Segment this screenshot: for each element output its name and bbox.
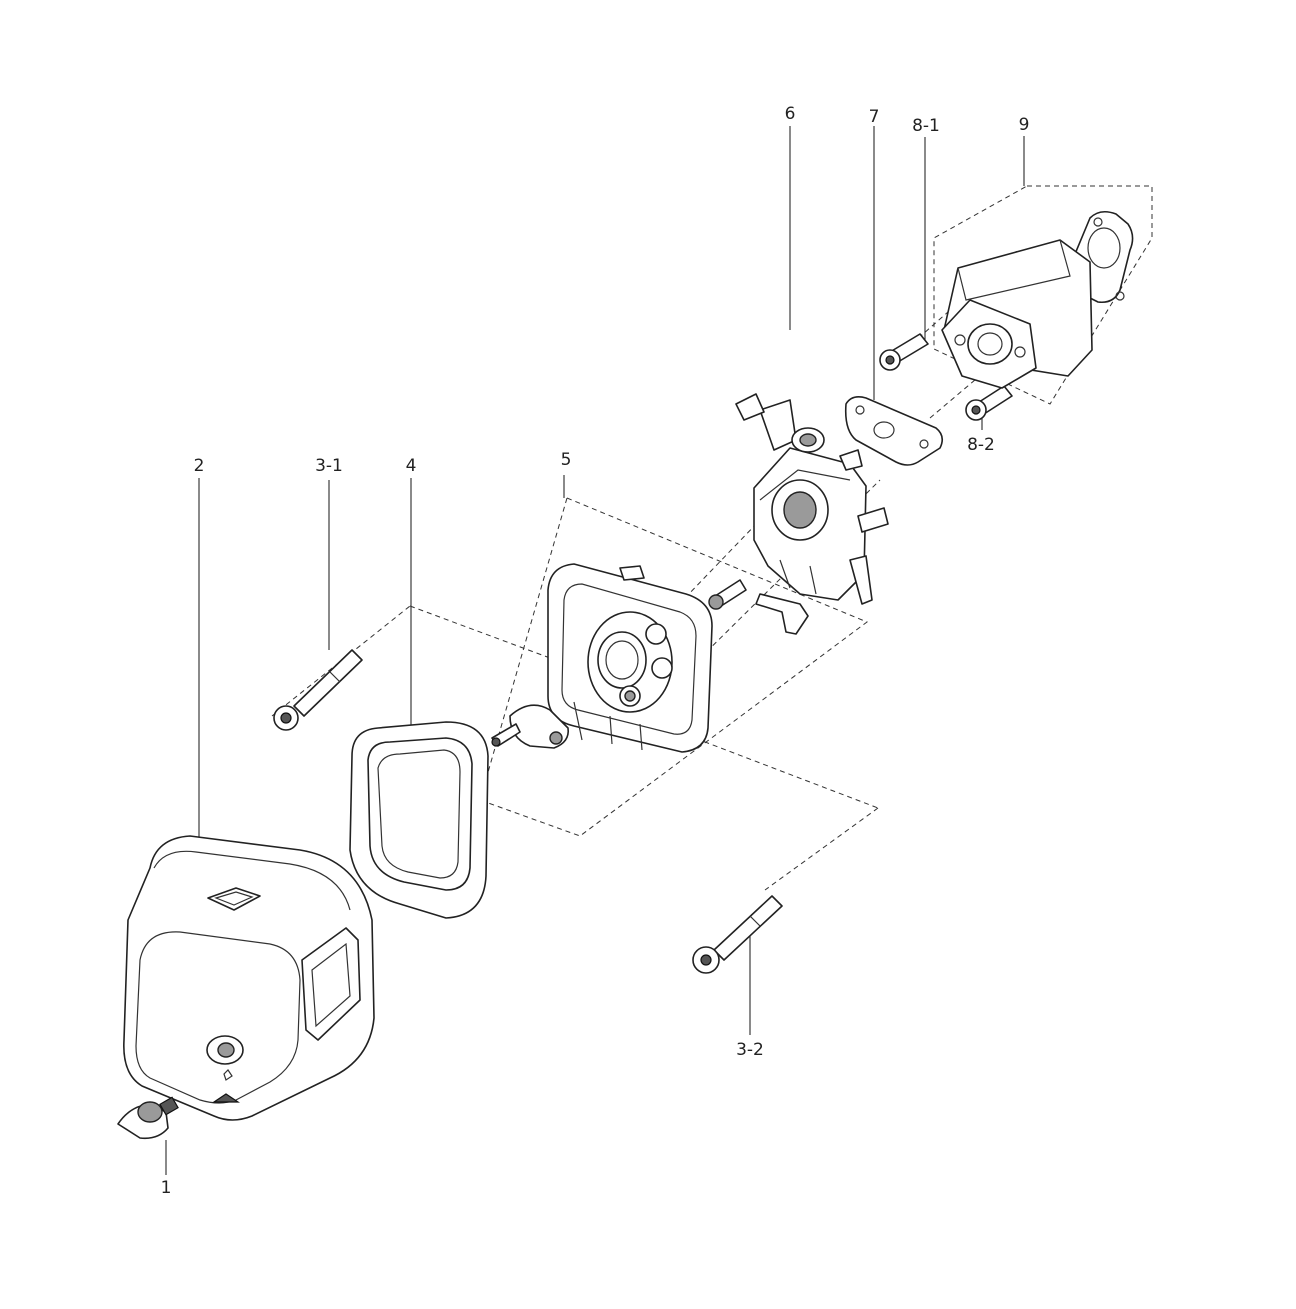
callout-label-2: 2: [193, 456, 205, 476]
callout-label-9: 9: [1018, 115, 1030, 135]
leader-lines: [165, 126, 1025, 1175]
bolt-part-8-2: [965, 385, 1013, 421]
intake-manifold-part-9: [941, 210, 1134, 389]
callout-label-3-1: 3-1: [315, 456, 343, 476]
callout-label-4: 4: [405, 456, 417, 476]
carburetor-part-6: [735, 393, 889, 605]
callout-label-7: 7: [868, 107, 880, 127]
callout-label-8-1: 8-1: [912, 116, 940, 136]
filter-base-part-5: [491, 563, 713, 753]
choke-lever: [708, 579, 809, 635]
callout-label-3-2: 3-2: [736, 1040, 764, 1060]
screw-part-3-2: [692, 895, 783, 974]
bolt-part-8-1: [879, 333, 929, 371]
gasket-part-7: [844, 396, 944, 466]
filter-element-part-4: [349, 721, 489, 919]
callout-label-8-2: 8-2: [967, 435, 995, 455]
callout-label-6: 6: [784, 104, 796, 124]
screw-part-3-1: [273, 649, 363, 731]
cover-latch-mark: [223, 1069, 233, 1081]
callout-label-5: 5: [560, 450, 572, 470]
knob-part-1: [117, 1096, 179, 1140]
callout-label-1: 1: [160, 1178, 172, 1198]
group-9-outline: [933, 185, 1153, 405]
group-5-outline: [479, 497, 869, 837]
air-filter-cover-part-2: [123, 835, 375, 1121]
